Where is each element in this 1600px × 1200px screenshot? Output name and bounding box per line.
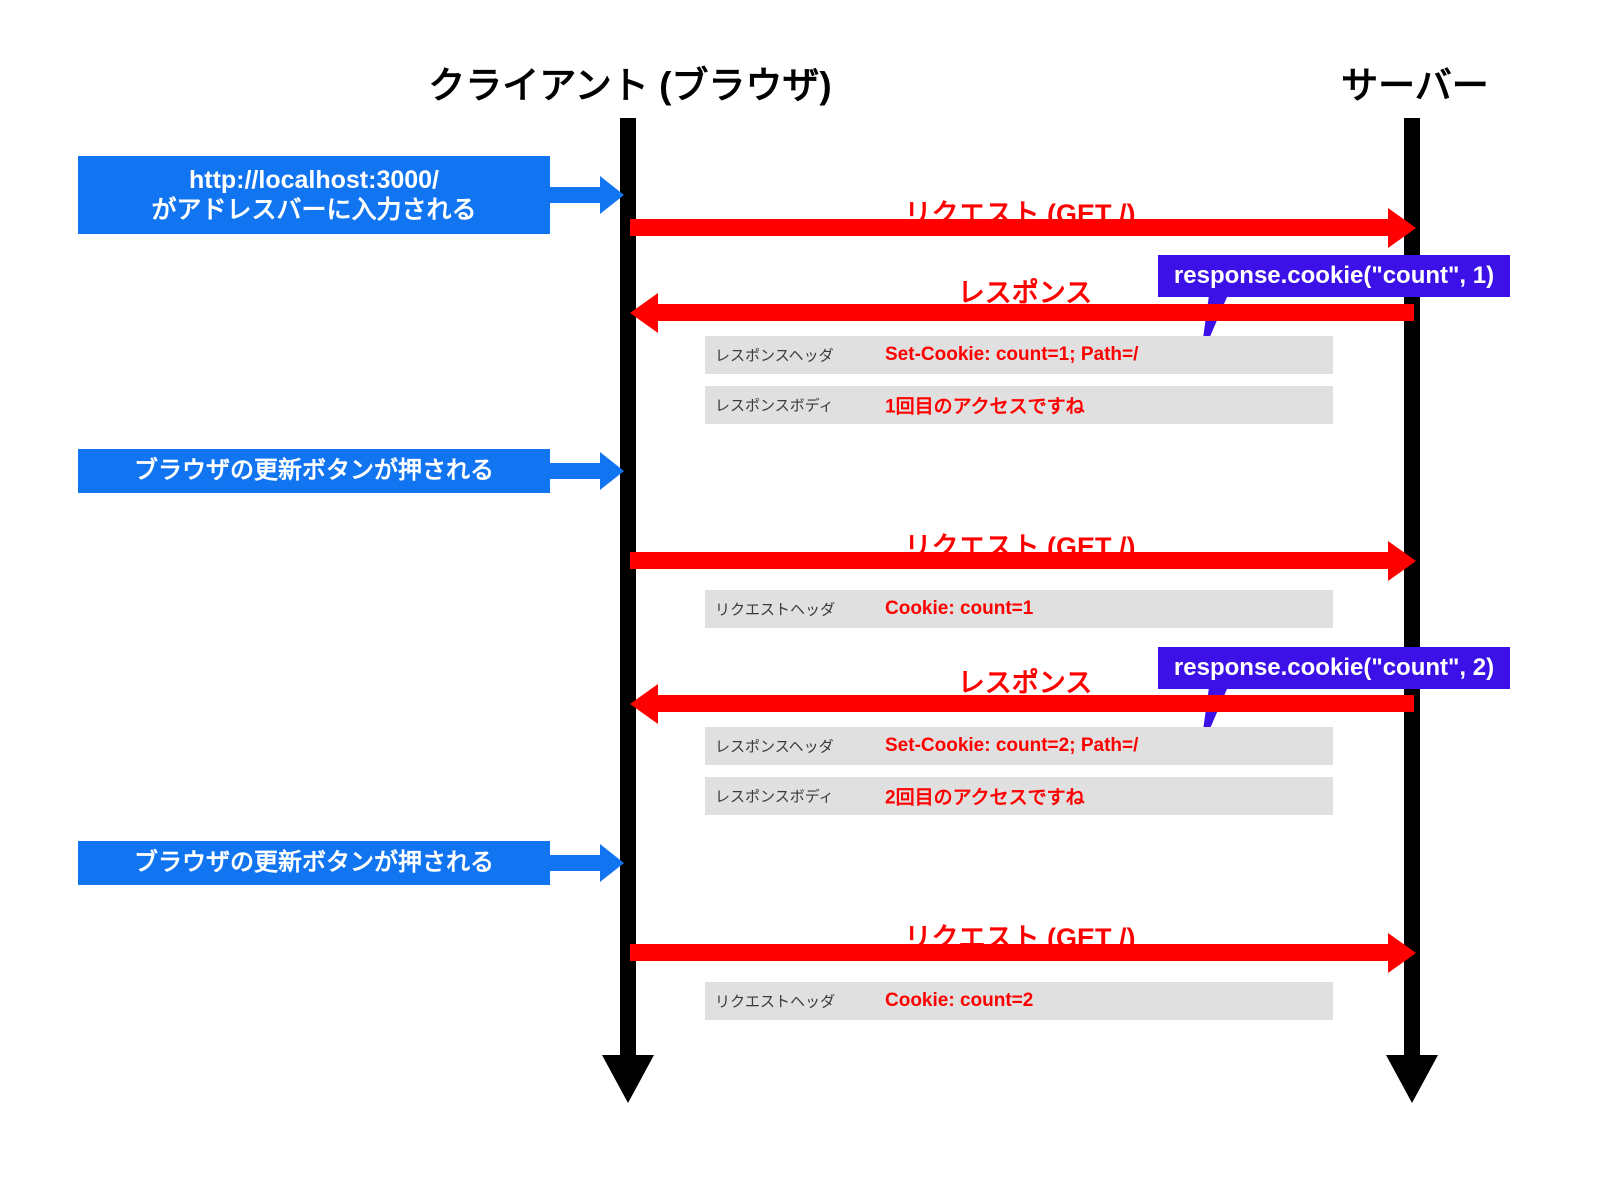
callout-label-2: response.cookie("count", 2) xyxy=(1173,654,1495,681)
lifeline-server xyxy=(1404,118,1420,1058)
detail-row-response-header-2: レスポンスヘッダ Set-Cookie: count=2; Path=/ xyxy=(705,727,1333,765)
event-connector-shaft-2 xyxy=(550,463,602,479)
detail-row-key: レスポンスボディ xyxy=(715,788,834,806)
detail-row-request-header-2: リクエストヘッダ Cookie: count=2 xyxy=(705,982,1333,1020)
lifeline-client-arrowhead-icon xyxy=(602,1055,654,1103)
detail-row-response-body-2: レスポンスボディ 2回目のアクセスですね xyxy=(705,777,1333,815)
message-shaft-1 xyxy=(630,219,1390,236)
event-box-line-1: ブラウザの更新ボタンが押される xyxy=(134,457,494,485)
actor-label-server: サーバー xyxy=(1341,65,1489,106)
callout-set-cookie-1: response.cookie("count", 1) xyxy=(1158,255,1510,297)
event-connector-arrowhead-2-icon xyxy=(600,452,624,490)
event-connector-arrowhead-1-icon xyxy=(600,176,624,214)
message-shaft-2 xyxy=(658,304,1414,321)
callout-label-1: response.cookie("count", 1) xyxy=(1173,262,1495,289)
detail-row-value: Set-Cookie: count=2; Path=/ xyxy=(885,735,1139,756)
message-shaft-3 xyxy=(630,552,1390,569)
message-label-4: レスポンス xyxy=(957,668,1093,698)
detail-row-key: レスポンスヘッダ xyxy=(715,347,834,365)
event-box-url-entered: http://localhost:3000/ がアドレスバーに入力される xyxy=(78,156,550,234)
lifeline-client xyxy=(620,118,636,1058)
detail-row-value: Set-Cookie: count=1; Path=/ xyxy=(885,344,1139,365)
message-label-2: レスポンス xyxy=(957,278,1093,308)
detail-row-value: Cookie: count=1 xyxy=(885,598,1034,619)
event-connector-arrowhead-3-icon xyxy=(600,844,624,882)
callout-set-cookie-2: response.cookie("count", 2) xyxy=(1158,647,1510,689)
detail-row-value: 2回目のアクセスですね xyxy=(885,787,1085,809)
event-box-line-1: ブラウザの更新ボタンが押される xyxy=(134,849,494,877)
message-shaft-4 xyxy=(658,695,1414,712)
detail-row-key: レスポンスヘッダ xyxy=(715,738,834,756)
message-arrowhead-3-icon xyxy=(1388,541,1416,581)
message-arrowhead-2-icon xyxy=(630,293,658,333)
lifeline-server-arrowhead-icon xyxy=(1386,1055,1438,1103)
detail-row-key: レスポンスボディ xyxy=(715,397,834,415)
message-arrowhead-4-icon xyxy=(630,684,658,724)
message-shaft-5 xyxy=(630,944,1390,961)
event-connector-shaft-1 xyxy=(550,187,602,203)
detail-row-request-header-1: リクエストヘッダ Cookie: count=1 xyxy=(705,590,1333,628)
detail-row-response-body-1: レスポンスボディ 1回目のアクセスですね xyxy=(705,386,1333,424)
message-arrowhead-1-icon xyxy=(1388,208,1416,248)
detail-row-key: リクエストヘッダ xyxy=(715,601,836,619)
event-box-reload-2: ブラウザの更新ボタンが押される xyxy=(78,841,550,885)
event-box-line-2: がアドレスバーに入力される xyxy=(151,196,477,224)
message-arrowhead-5-icon xyxy=(1388,933,1416,973)
detail-row-value: Cookie: count=2 xyxy=(885,990,1034,1011)
event-box-reload-1: ブラウザの更新ボタンが押される xyxy=(78,449,550,493)
detail-row-key: リクエストヘッダ xyxy=(715,993,836,1011)
detail-row-response-header-1: レスポンスヘッダ Set-Cookie: count=1; Path=/ xyxy=(705,336,1333,374)
event-connector-shaft-3 xyxy=(550,855,602,871)
event-box-line-1: http://localhost:3000/ xyxy=(188,165,440,194)
actor-label-client: クライアント (ブラウザ) xyxy=(428,65,832,106)
detail-row-value: 1回目のアクセスですね xyxy=(885,396,1085,418)
